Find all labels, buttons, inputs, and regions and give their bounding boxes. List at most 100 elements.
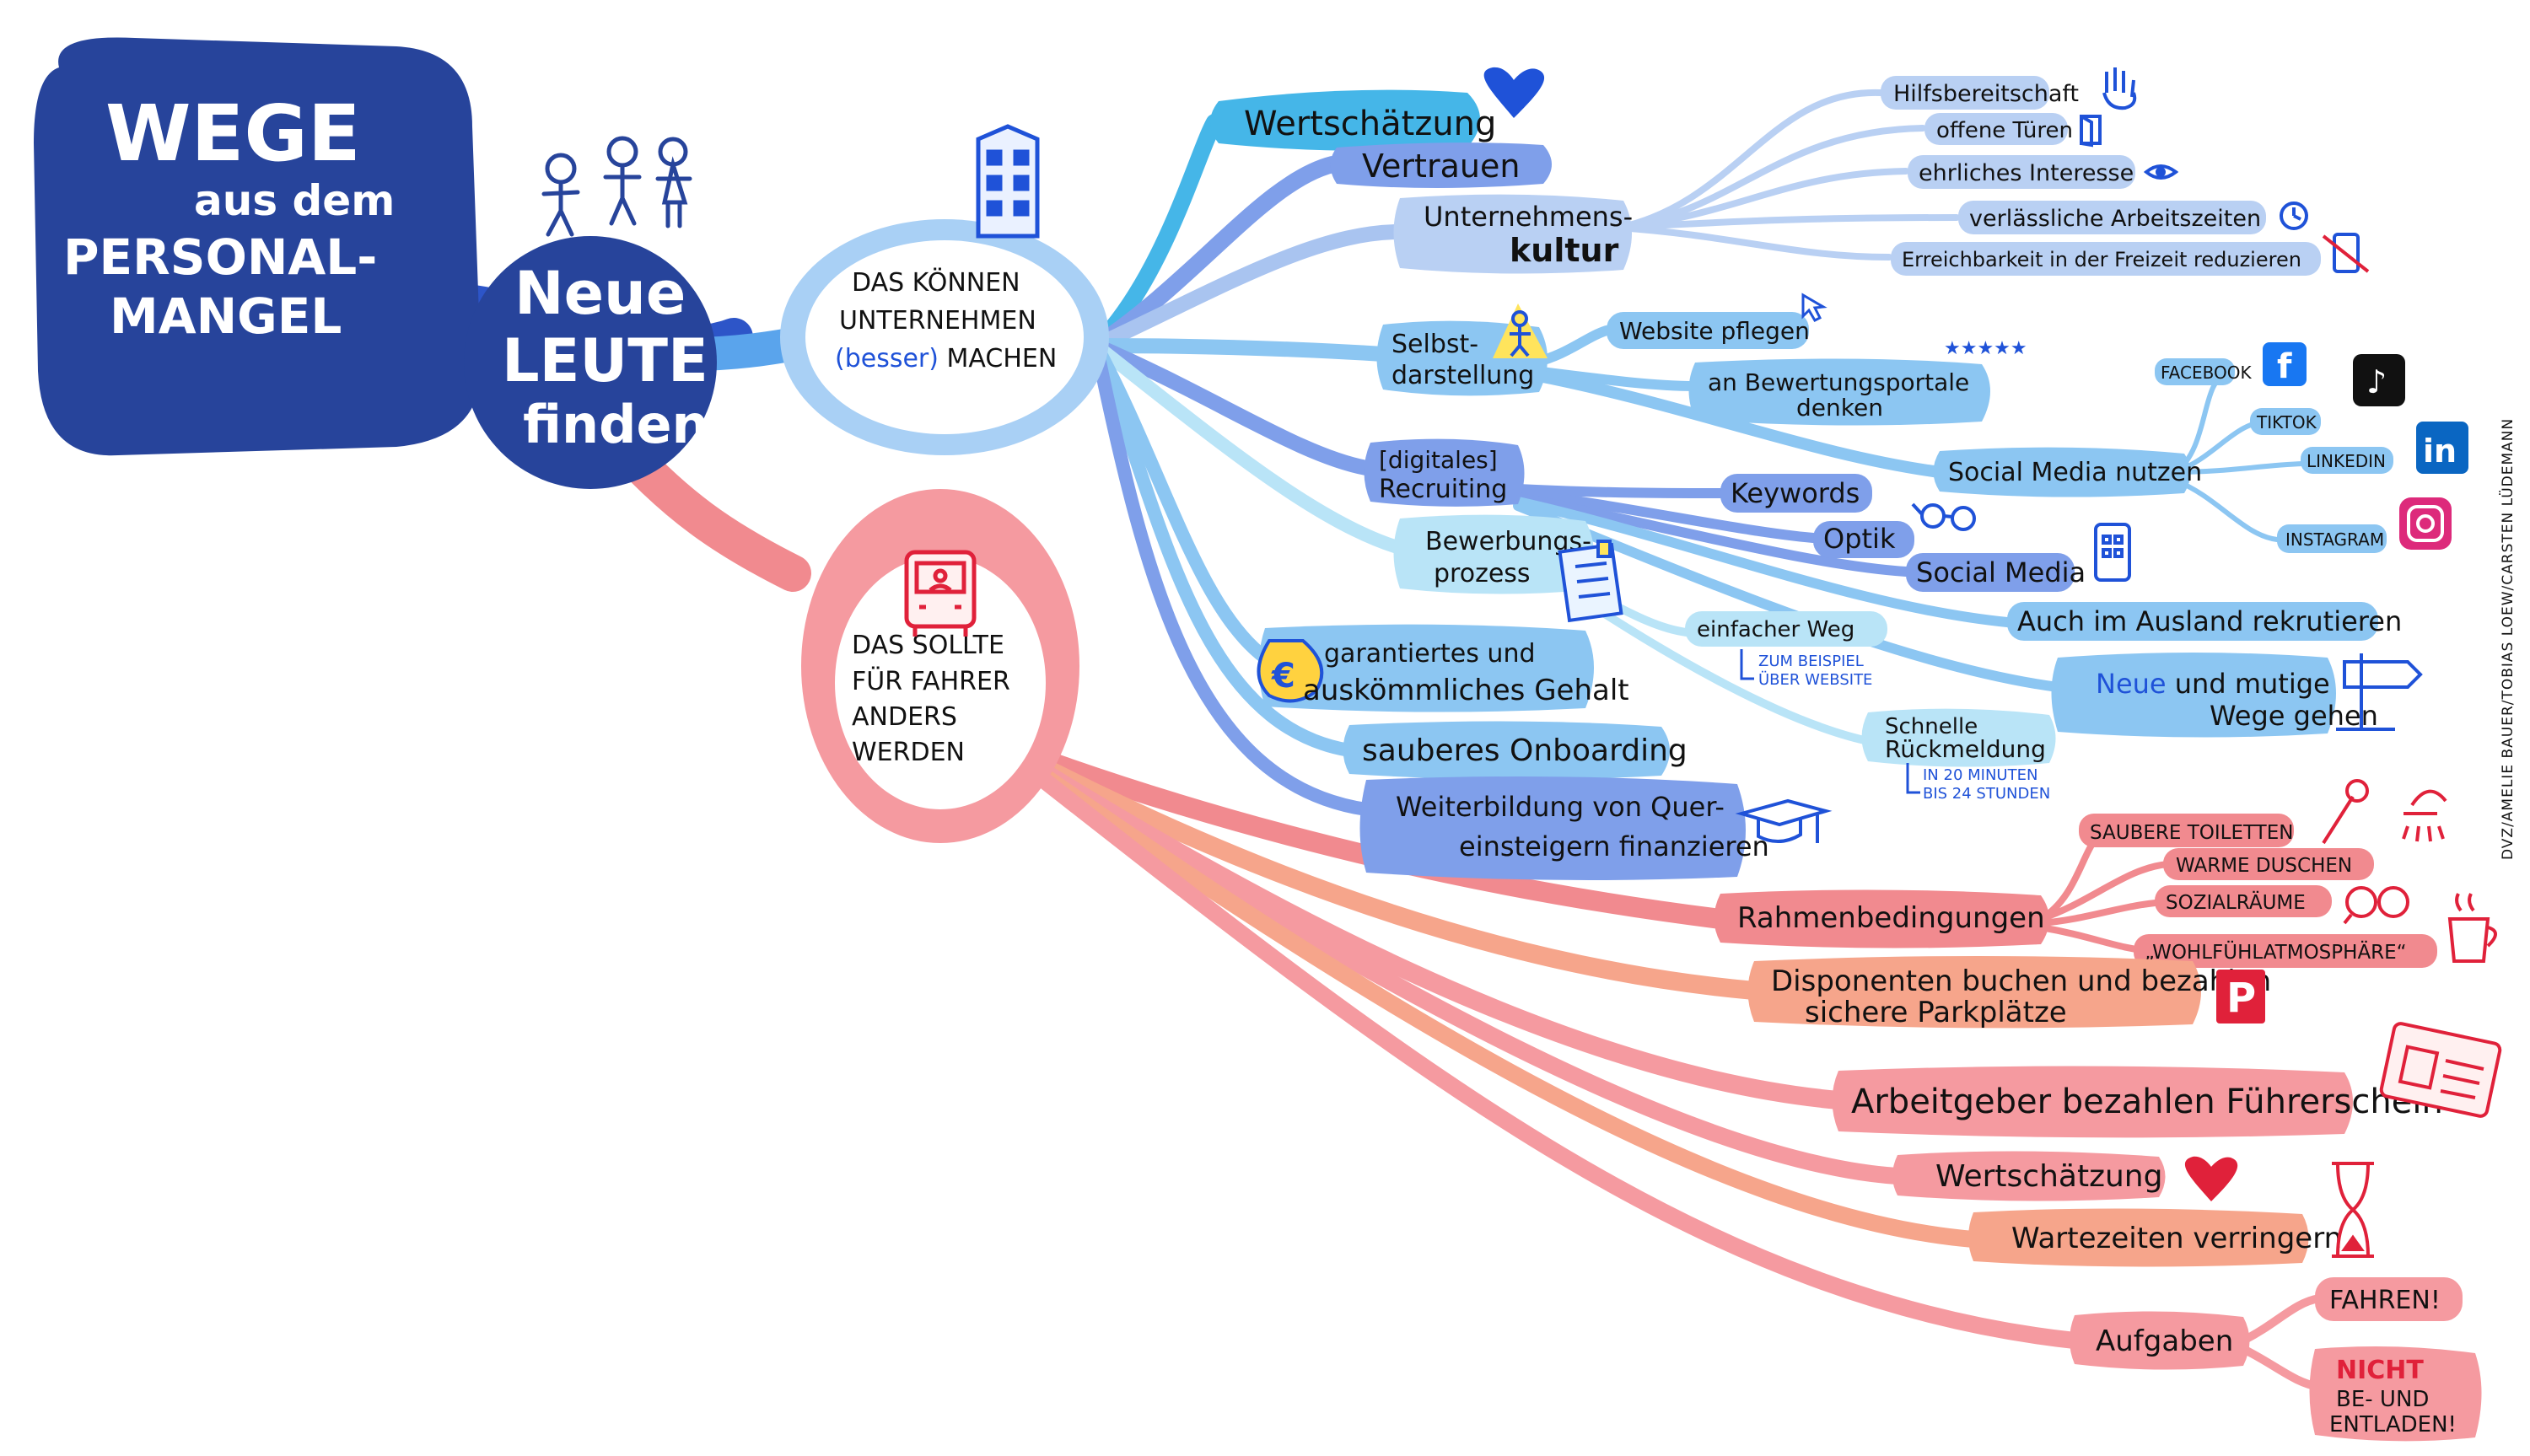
bubble-website (1607, 312, 1809, 349)
toilet-brush-icon (2322, 779, 2369, 845)
link-fahren (2239, 1294, 2323, 1345)
glasses-icon (1911, 502, 1976, 531)
label-recruiting-line2: Recruiting (1379, 475, 1507, 504)
linkedin-icon (2416, 422, 2468, 474)
door-icon (2080, 115, 2102, 148)
kultur-item-0: Hilfsbereitschaft (1893, 81, 2079, 107)
label-warten: Wartezeiten verringern (2011, 1222, 2342, 1255)
title-node: WEGE aus dem PERSONAL- MANGEL (34, 37, 482, 456)
center-node: Neue LEUTE finden (464, 236, 717, 489)
label-selbst-line2: darstellung (1392, 361, 1534, 390)
label-portale-line1: an Bewertungsportale (1708, 368, 1969, 396)
link-wertschaetzung (1088, 114, 1223, 354)
link-duschen (2037, 861, 2171, 922)
signpost-icon (2336, 653, 2423, 731)
kultur-item-1: offene Türen (1936, 118, 2073, 143)
link-selbst (1089, 338, 1391, 362)
label-rueck-line2: Rückmeldung (1885, 735, 2046, 763)
driver-label-line1: DAS SOLLTE (852, 631, 1004, 660)
smartphone-icon (2094, 523, 2131, 582)
truck-icon (904, 550, 977, 637)
label-einfach: einfacher Weg (1697, 617, 1854, 642)
link-aufgaben (987, 733, 2083, 1349)
label-onboarding: sauberes Onboarding (1362, 733, 1688, 768)
social-channels: FACEBOOK f TIKTOK ♪ LINKEDIN in INSTAGRA… (2155, 342, 2468, 553)
label-nicht-line2: BE- UND (2336, 1387, 2429, 1412)
link-warten (987, 733, 1982, 1248)
bubble-gehalt (1258, 624, 1594, 712)
label-bewerbung-line2: prozess (1434, 559, 1531, 588)
bubble-rahmen (1714, 889, 2049, 948)
bubble-wege (2051, 653, 2336, 738)
instagram-icon (2399, 497, 2452, 550)
driver-label-line2: FÜR FAHRER (852, 666, 1010, 696)
label-portale-line2: denken (1796, 394, 1883, 422)
company-label-line1: DAS KÖNNEN (852, 267, 1020, 298)
svg-text:in: in (2423, 433, 2457, 470)
label-selbst-line1: Selbst- (1392, 330, 1478, 359)
link-arbeitszeiten (1616, 214, 1960, 231)
bubble-social (1933, 447, 2191, 497)
bubble-wertschaetzung-driver (1892, 1151, 2166, 1201)
label-einfach-note1: ZUM BEISPIEL (1758, 653, 1864, 670)
label-social: Social Media nutzen (1948, 458, 2202, 487)
rahmen-children: SAUBERE TOILETTEN WARME DUSCHEN SOZIALRÄ… (2079, 814, 2437, 968)
label-rueck-note1: IN 20 MINUTEN (1923, 766, 2037, 784)
channel-instagram: INSTAGRAM (2285, 529, 2384, 550)
tiktok-icon (2353, 354, 2405, 406)
label-parken-line1: Disponenten buchen und bezahlen (1771, 964, 2271, 998)
label-fahren: FAHREN! (2329, 1286, 2441, 1315)
company-branch-node: DAS KÖNNEN UNTERNEHMEN (besser) MACHEN (780, 219, 1109, 455)
label-rahmen: Rahmenbedingungen (1737, 901, 2045, 935)
rahmen-item-2: SOZIALRÄUME (2166, 890, 2306, 914)
bubble-fuehrerschein (1832, 1066, 2353, 1138)
label-wertschaetzung: Wertschätzung (1244, 105, 1496, 143)
title-line4: MANGEL (110, 287, 342, 345)
kultur-item-2: ehrliches Interesse (1919, 160, 2134, 186)
link-onboarding (1090, 339, 1356, 757)
bubble-weiterbildung (1359, 776, 1746, 880)
label-parken-line2: sichere Parkplätze (1805, 996, 2067, 1029)
arrow-icon (1740, 649, 1754, 680)
recruiting-item-0: Keywords (1731, 477, 1860, 509)
recruiting-item-2: Social Media (1916, 556, 2086, 588)
label-kultur-line2: kultur (1510, 232, 1619, 269)
label-aufgaben: Aufgaben (2096, 1324, 2233, 1358)
clock-icon (2280, 201, 2308, 230)
label-gehalt-line2: auskömmliches Gehalt (1303, 674, 1629, 707)
money-bag-icon: € (1257, 639, 1324, 703)
application-form-icon (1558, 540, 1623, 623)
label-kultur-line1: Unternehmens- (1424, 201, 1633, 233)
title-line2: aus dem (194, 176, 395, 225)
label-gehalt-line1: garantiertes und (1324, 639, 1536, 669)
parking-sign-icon (2216, 970, 2265, 1023)
bubble-kultur (1393, 194, 1632, 274)
link-interesse (1616, 168, 1909, 231)
shower-icon (2402, 789, 2447, 842)
link-nicht (2239, 1345, 2323, 1391)
link-social (1529, 369, 1946, 478)
label-rueck-note2: BIS 24 STUNDEN (1923, 785, 2050, 803)
title-line3: PERSONAL- (63, 228, 377, 286)
graduation-cap-icon (1735, 798, 1833, 843)
link-weiterbildung (1090, 339, 1373, 816)
kultur-item-4: Erreichbarkeit in der Freizeit reduziere… (1902, 248, 2301, 271)
company-label-line3: MACHEN (939, 344, 1057, 373)
bubble-recruiting (1364, 438, 1525, 507)
credit-line: DVZ/AMELIE BAUER/TOBIAS LOEW/CARSTEN LÜD… (2500, 417, 2517, 860)
channel-facebook: FACEBOOK (2161, 363, 2252, 383)
facebook-icon (2263, 342, 2307, 386)
company-label-line2: UNTERNEHMEN (839, 306, 1036, 336)
parking-letter: P (2226, 975, 2256, 1022)
bubble-aufgaben (2070, 1311, 2250, 1370)
recruiting-item-1: Optik (1823, 523, 1896, 555)
label-fuehrerschein: Arbeitgeber bezahlen Führerschein (1851, 1083, 2443, 1121)
label-weiterbildung-line2: einsteigern finanzieren (1459, 830, 1769, 862)
label-wertschaetzung-driver: Wertschätzung (1935, 1159, 2162, 1194)
link-socialmedia (1513, 492, 1911, 577)
people-icon (541, 136, 692, 237)
link-optik (1513, 488, 1818, 543)
link-hilfsbereitschaft (1616, 89, 1884, 231)
kultur-children: Hilfsbereitschaft offene Türen ehrliches… (1881, 76, 2321, 276)
